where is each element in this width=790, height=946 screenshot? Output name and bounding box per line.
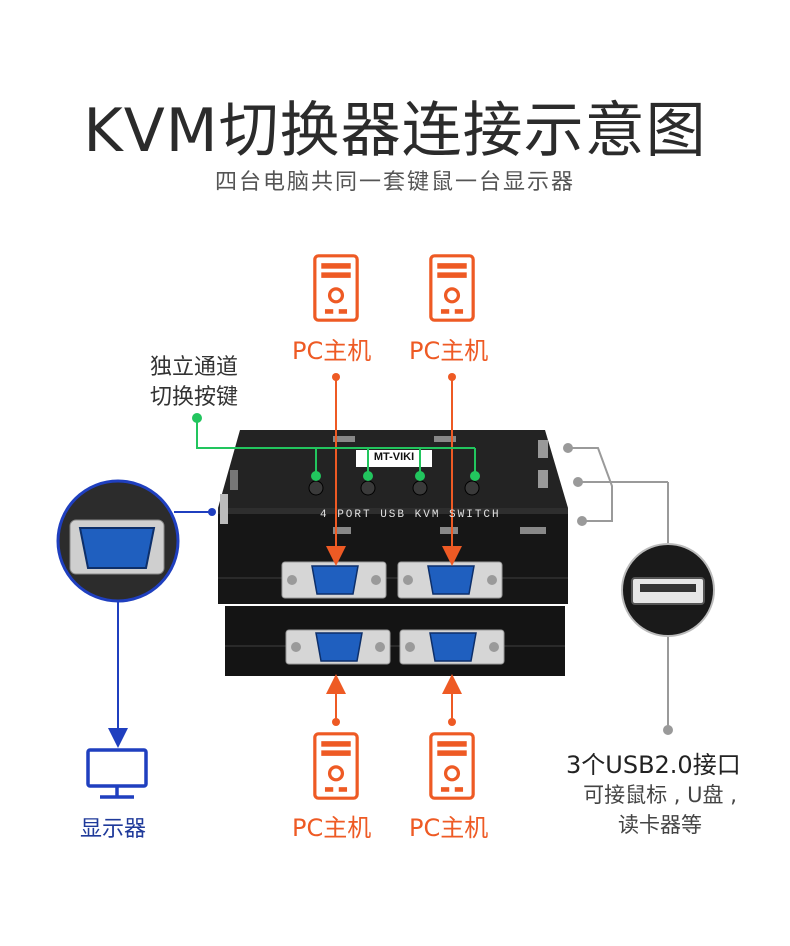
note-line: 切换按键 <box>150 385 239 410</box>
vga-port <box>399 629 505 665</box>
monitor-label: 显示器 <box>80 817 147 842</box>
connection-arrow-orange <box>326 373 462 566</box>
page-subtitle: 四台电脑共同一套键鼠一台显示器 <box>214 170 575 195</box>
computer-tower-icon <box>313 254 359 322</box>
monitor-icon <box>86 748 148 799</box>
model-label: 4 PORT USB KVM SWITCH <box>320 509 501 521</box>
vga-port <box>281 561 387 599</box>
vga-port <box>285 629 391 665</box>
pc-label: PC主机 <box>409 337 489 365</box>
page-title: KVM切换器连接示意图 <box>83 96 707 166</box>
computer-tower-icon <box>429 732 475 800</box>
switch-button-note: 独立通道 切换按键 <box>150 353 238 413</box>
usb-description: 可接鼠标 , U盘 , 读卡器等 <box>560 780 760 840</box>
connection-arrow-orange <box>326 674 462 726</box>
usb-desc-line: 可接鼠标 , U盘 , <box>583 783 737 807</box>
button-callout-lines <box>192 413 480 481</box>
computer-tower-icon <box>429 254 475 322</box>
pc-label: PC主机 <box>292 814 372 842</box>
usb-desc-line: 读卡器等 <box>618 813 702 837</box>
brand-logo: MT-VIKI <box>373 451 415 463</box>
usb-title: 3个USB2.0接口 <box>566 751 741 779</box>
pc-label: PC主机 <box>292 337 372 365</box>
vga-port <box>397 561 503 599</box>
note-line: 独立通道 <box>150 355 239 380</box>
usb-callout-lines <box>563 443 673 735</box>
pc-label: PC主机 <box>409 814 489 842</box>
usb-port-icon <box>621 543 715 637</box>
vga-zoom-callout <box>56 479 216 748</box>
computer-tower-icon <box>313 732 359 800</box>
kvm-switch-device <box>218 430 568 676</box>
